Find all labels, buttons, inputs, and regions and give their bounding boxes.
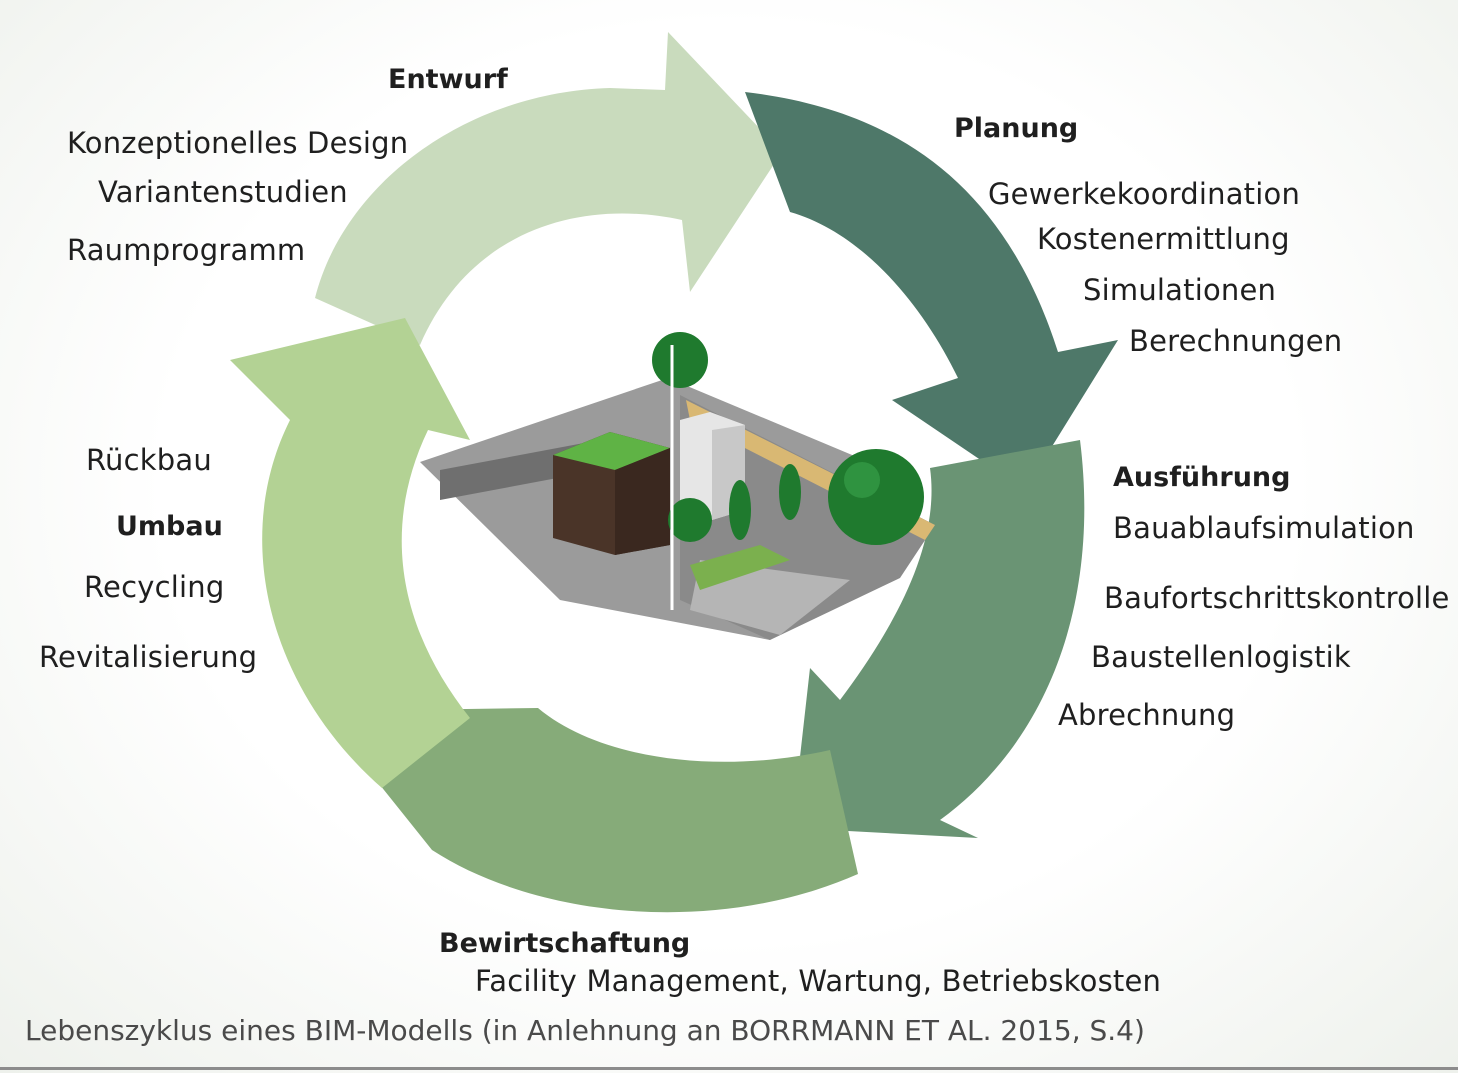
- entwurf-item: Konzeptionelles Design: [67, 126, 409, 160]
- arrow-umbau: [230, 318, 470, 788]
- umbau-item: Rückbau: [86, 443, 212, 477]
- entwurf-item: Raumprogramm: [67, 233, 306, 267]
- umbau-item: Recycling: [84, 570, 225, 604]
- planung-title: Planung: [954, 113, 1079, 144]
- planung-item: Simulationen: [1083, 273, 1277, 307]
- ausfuehrung-title: Ausführung: [1113, 462, 1291, 493]
- building-model-illustration: [420, 332, 935, 640]
- umbau-title: Umbau: [116, 511, 223, 542]
- entwurf-item: Variantenstudien: [98, 175, 348, 209]
- planung-item: Gewerkekoordination: [988, 177, 1301, 211]
- ausfuehrung-item: Baufortschrittskontrolle: [1104, 581, 1450, 615]
- arrow-ausfuehrung: [792, 440, 1085, 838]
- arrow-entwurf: [315, 32, 782, 345]
- entwurf-title: Entwurf: [388, 64, 508, 95]
- figure-caption: Lebenszyklus eines BIM-Modells (in Anleh…: [25, 1014, 1145, 1047]
- arrow-planung: [745, 92, 1118, 490]
- planung-item: Berechnungen: [1129, 324, 1343, 358]
- bottom-divider: [0, 1067, 1458, 1070]
- planung-item: Kostenermittlung: [1037, 222, 1290, 256]
- bewirtschaftung-title: Bewirtschaftung: [439, 928, 691, 959]
- arrow-bewirtschaftung: [380, 708, 858, 913]
- ausfuehrung-item: Bauablaufsimulation: [1113, 511, 1415, 545]
- bewirtschaftung-item: Facility Management, Wartung, Betriebsko…: [475, 964, 1162, 998]
- ausfuehrung-item: Abrechnung: [1058, 698, 1236, 732]
- ausfuehrung-item: Baustellenlogistik: [1091, 640, 1351, 674]
- umbau-item: Revitalisierung: [39, 640, 258, 674]
